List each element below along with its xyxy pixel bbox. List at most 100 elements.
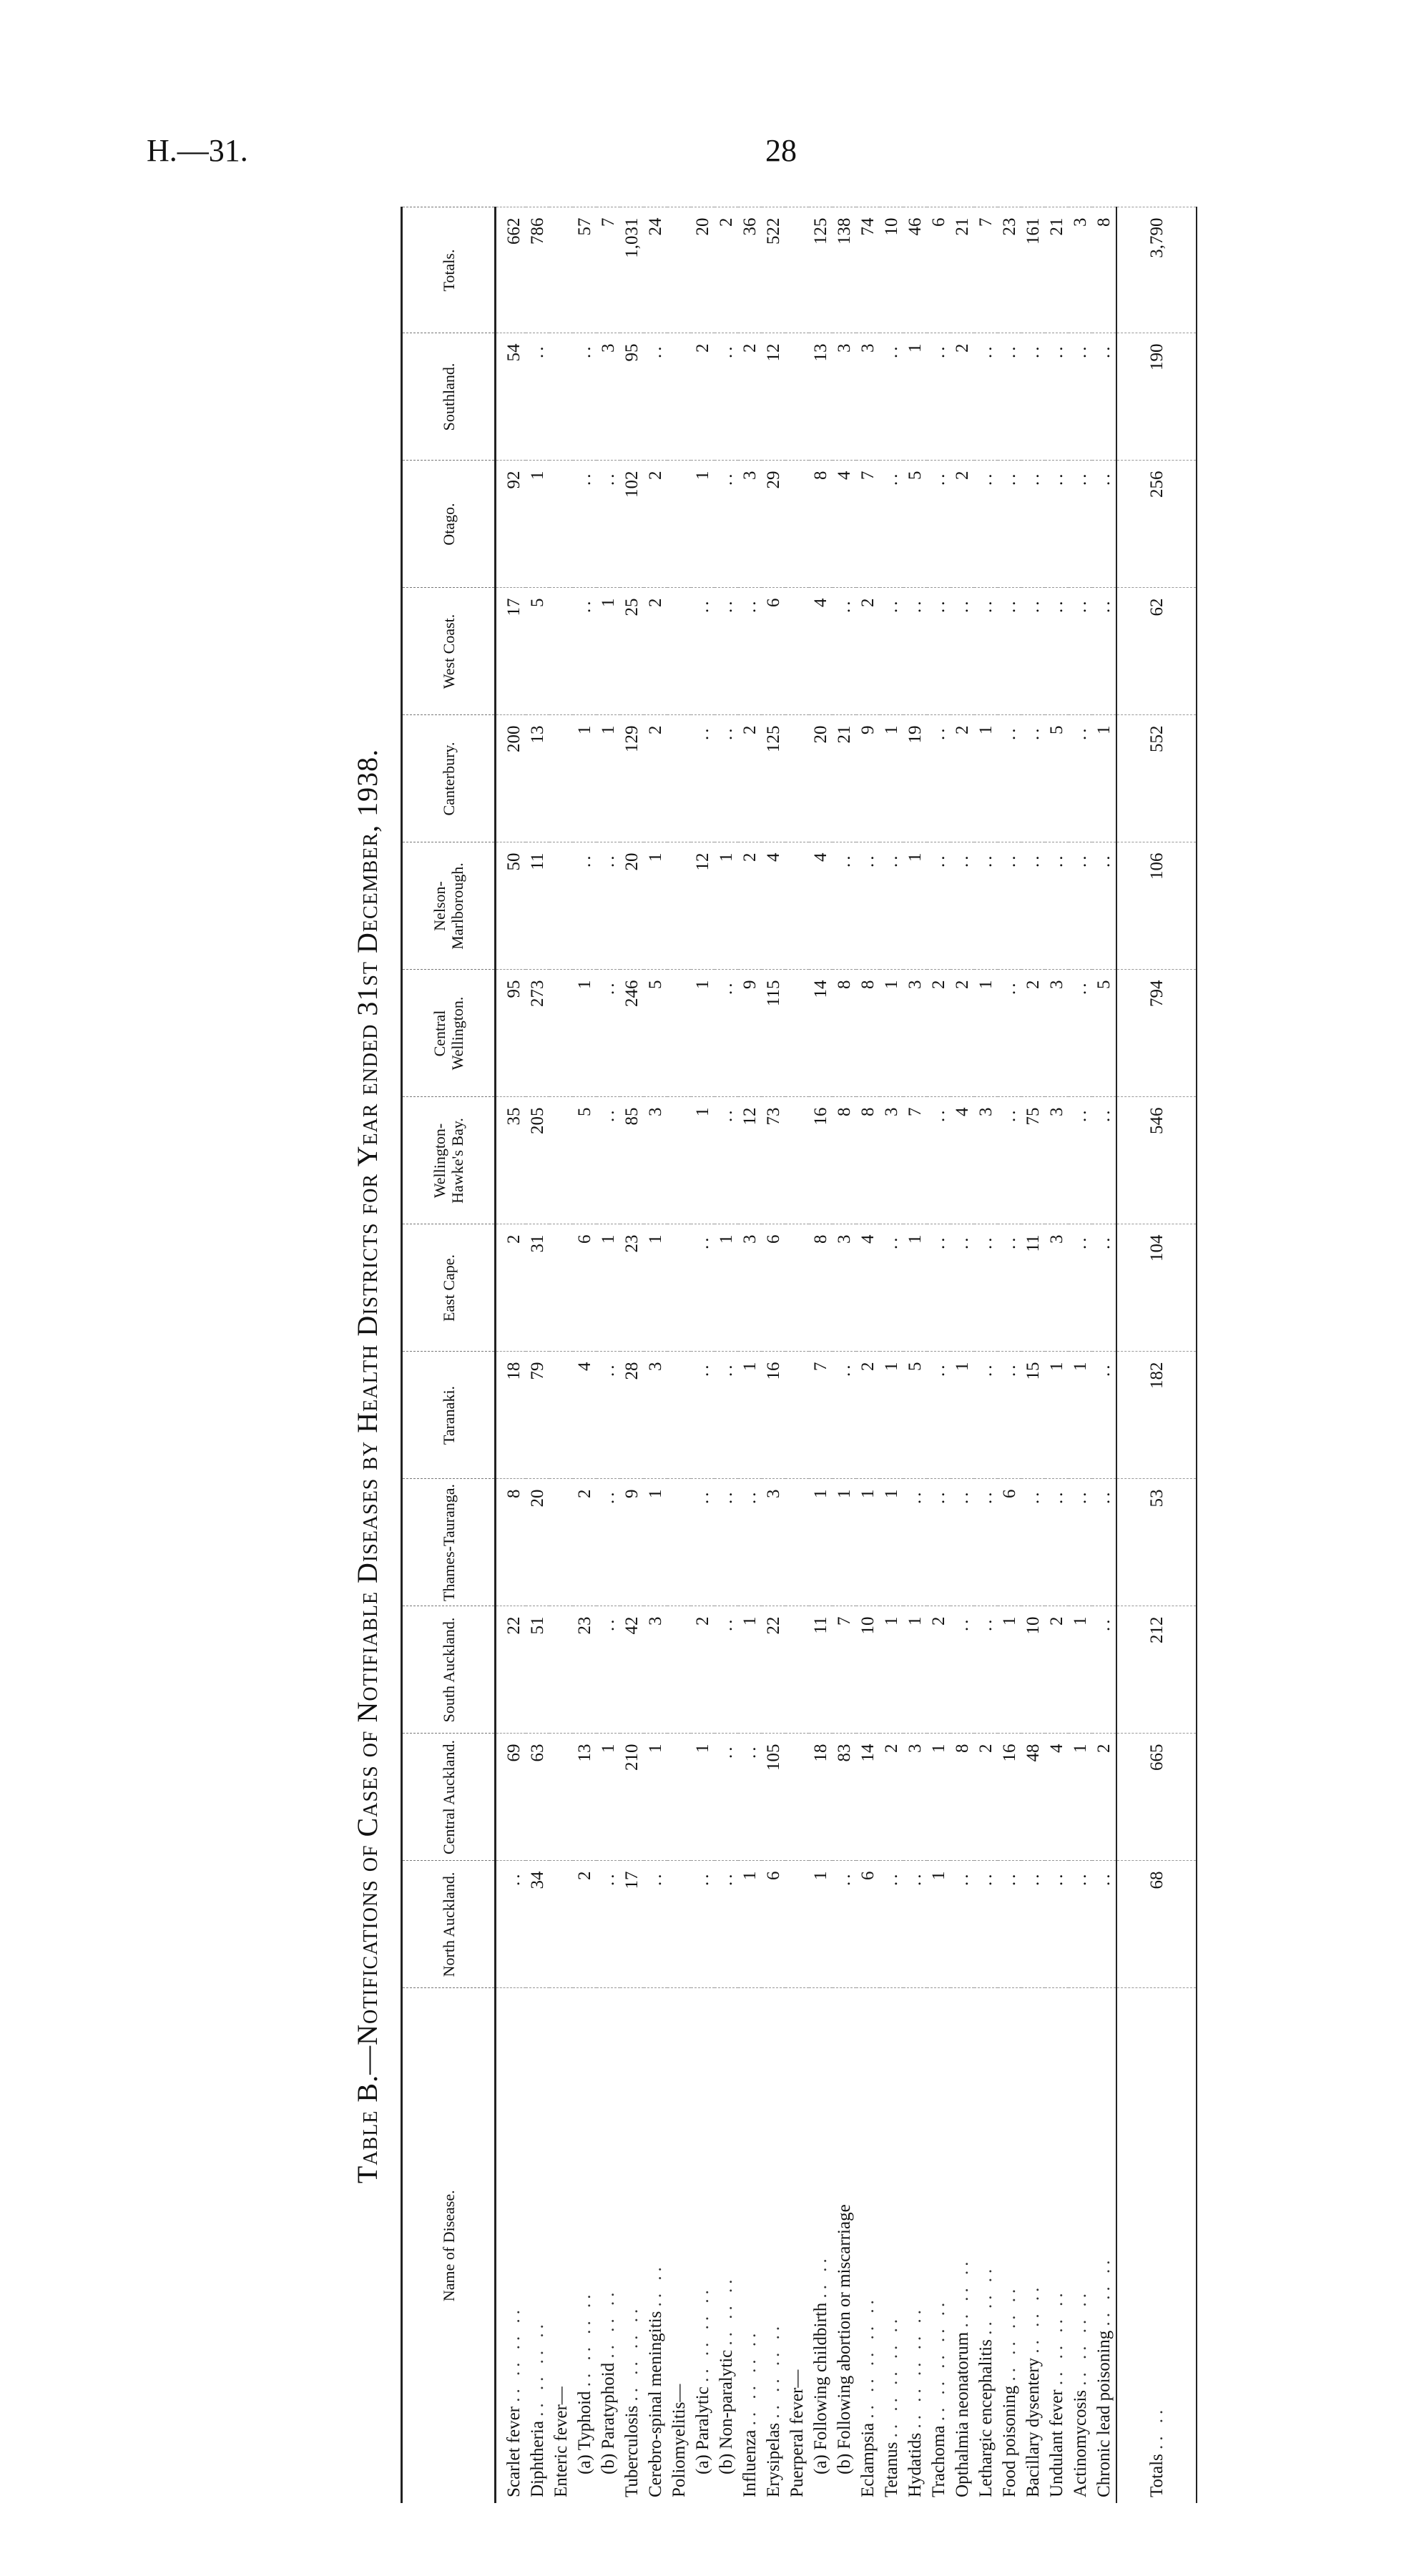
district-count-cell: 105: [762, 1734, 785, 1861]
dot-leader: .. .. ..: [599, 2288, 618, 2359]
district-count-cell: 1: [644, 1734, 667, 1861]
district-count-cell: 1: [927, 1734, 951, 1861]
district-count-cell: 9: [738, 970, 762, 1097]
district-count-cell: 5: [1092, 970, 1116, 1097]
disease-name: Lethargic encephalitis: [976, 2339, 996, 2497]
row-total-cell: 74: [856, 207, 880, 333]
district-count-cell: [549, 970, 573, 1097]
district-count-cell: 19: [903, 715, 927, 842]
district-count-cell: [785, 970, 809, 1097]
district-count-cell: ..: [715, 715, 738, 842]
district-count-cell: [785, 1734, 809, 1861]
row-total-cell: [785, 207, 809, 333]
district-count-cell: [549, 461, 573, 588]
district-count-cell: 1: [715, 1224, 738, 1352]
disease-name-cell: Diphtheria .. .. .. ..: [526, 1988, 549, 2503]
district-count-cell: ..: [1021, 1479, 1045, 1606]
district-count-cell: 2: [1021, 970, 1045, 1097]
disease-name: Undulant fever: [1047, 2389, 1066, 2497]
dot-leader: .. .. .. ..: [575, 2290, 594, 2387]
column-header-district: Otago.: [401, 461, 496, 588]
district-count-cell: ..: [998, 588, 1021, 715]
district-count-cell: ..: [974, 842, 998, 970]
table-title: Table B.—Notifications of Cases of Notif…: [351, 748, 383, 2184]
district-count-cell: 2: [573, 1479, 596, 1606]
district-count-cell: 2: [1045, 1606, 1069, 1734]
district-count-cell: ..: [880, 1224, 903, 1352]
column-header-district: South Auckland.: [401, 1606, 496, 1734]
district-count-cell: ..: [1045, 588, 1069, 715]
district-count-cell: 1: [1069, 1606, 1092, 1734]
district-count-cell: ..: [691, 1861, 715, 1988]
district-count-cell: 2: [738, 715, 762, 842]
district-count-cell: 10: [856, 1606, 880, 1734]
dot-leader: .. .. .. .. ..: [882, 2314, 901, 2438]
disease-name-cell: Poliomyelitis—: [667, 1988, 691, 2503]
district-count-cell: 8: [951, 1734, 974, 1861]
district-count-cell: [667, 1097, 691, 1224]
district-count-cell: 1: [809, 1479, 833, 1606]
district-count-cell: 3: [903, 1734, 927, 1861]
district-count-cell: 1: [644, 842, 667, 970]
column-header-district: East Cape.: [401, 1224, 496, 1352]
disease-name: Diphtheria: [528, 2421, 547, 2497]
district-count-cell: 18: [495, 1352, 526, 1479]
district-count-cell: ..: [715, 588, 738, 715]
district-count-cell: 42: [620, 1606, 644, 1734]
district-count-cell: [549, 1734, 573, 1861]
disease-name: Poliomyelitis—: [669, 2384, 689, 2497]
row-total-cell: 1,031: [620, 207, 644, 333]
district-count-cell: ..: [691, 715, 715, 842]
district-count-cell: 20: [809, 715, 833, 842]
district-count-cell: ..: [951, 1224, 974, 1352]
district-count-cell: 8: [495, 1479, 526, 1606]
disease-name: (a) Following childbirth: [811, 2302, 830, 2474]
disease-name-cell: (a) Typhoid .. .. .. ..: [573, 1988, 596, 2503]
district-count-cell: ..: [1069, 333, 1092, 461]
disease-name: Chronic lead poisoning: [1094, 2330, 1114, 2497]
district-count-cell: 2: [1092, 1734, 1116, 1861]
district-count-cell: ..: [974, 1479, 998, 1606]
district-count-cell: ..: [998, 715, 1021, 842]
district-count-cell: ..: [1021, 588, 1045, 715]
disease-name-cell: Puerperal fever—: [785, 1988, 809, 2503]
row-total-cell: 57: [573, 207, 596, 333]
district-count-cell: ..: [998, 1097, 1021, 1224]
district-count-cell: 5: [526, 588, 549, 715]
district-count-cell: ..: [596, 842, 620, 970]
district-count-cell: 3: [644, 1606, 667, 1734]
district-count-cell: ..: [495, 1861, 526, 1988]
district-count-cell: 3: [1045, 1224, 1069, 1352]
district-count-cell: 1: [903, 1224, 927, 1352]
district-count-cell: [785, 1097, 809, 1224]
district-count-cell: ..: [715, 1734, 738, 1861]
district-count-cell: [785, 1861, 809, 1988]
district-count-cell: 15: [1021, 1352, 1045, 1479]
district-count-cell: 11: [1021, 1224, 1045, 1352]
disease-name: Food poisoning: [1000, 2385, 1019, 2497]
district-count-cell: 1: [691, 1097, 715, 1224]
district-count-cell: 2: [951, 970, 974, 1097]
district-count-cell: ..: [974, 1606, 998, 1734]
district-count-cell: 1: [880, 1606, 903, 1734]
district-count-cell: 14: [856, 1734, 880, 1861]
disease-name: (a) Paralytic: [693, 2386, 712, 2474]
column-header-district: Wellington-Hawke's Bay.: [401, 1097, 496, 1224]
disease-name-cell: Food poisoning .. .. .. ..: [998, 1988, 1021, 2503]
district-count-cell: [785, 1352, 809, 1479]
column-header-district: Taranaki.: [401, 1352, 496, 1479]
district-count-cell: 3: [974, 1097, 998, 1224]
district-count-cell: ..: [1069, 1479, 1092, 1606]
dot-leader: .. .. .. ..: [1071, 2289, 1090, 2386]
row-total-cell: 21: [951, 207, 974, 333]
district-count-cell: ..: [644, 1861, 667, 1988]
district-count-cell: 3: [644, 1352, 667, 1479]
district-count-cell: ..: [596, 461, 620, 588]
district-count-cell: ..: [903, 1861, 927, 1988]
row-total-cell: 20: [691, 207, 715, 333]
district-count-cell: 2: [951, 333, 974, 461]
